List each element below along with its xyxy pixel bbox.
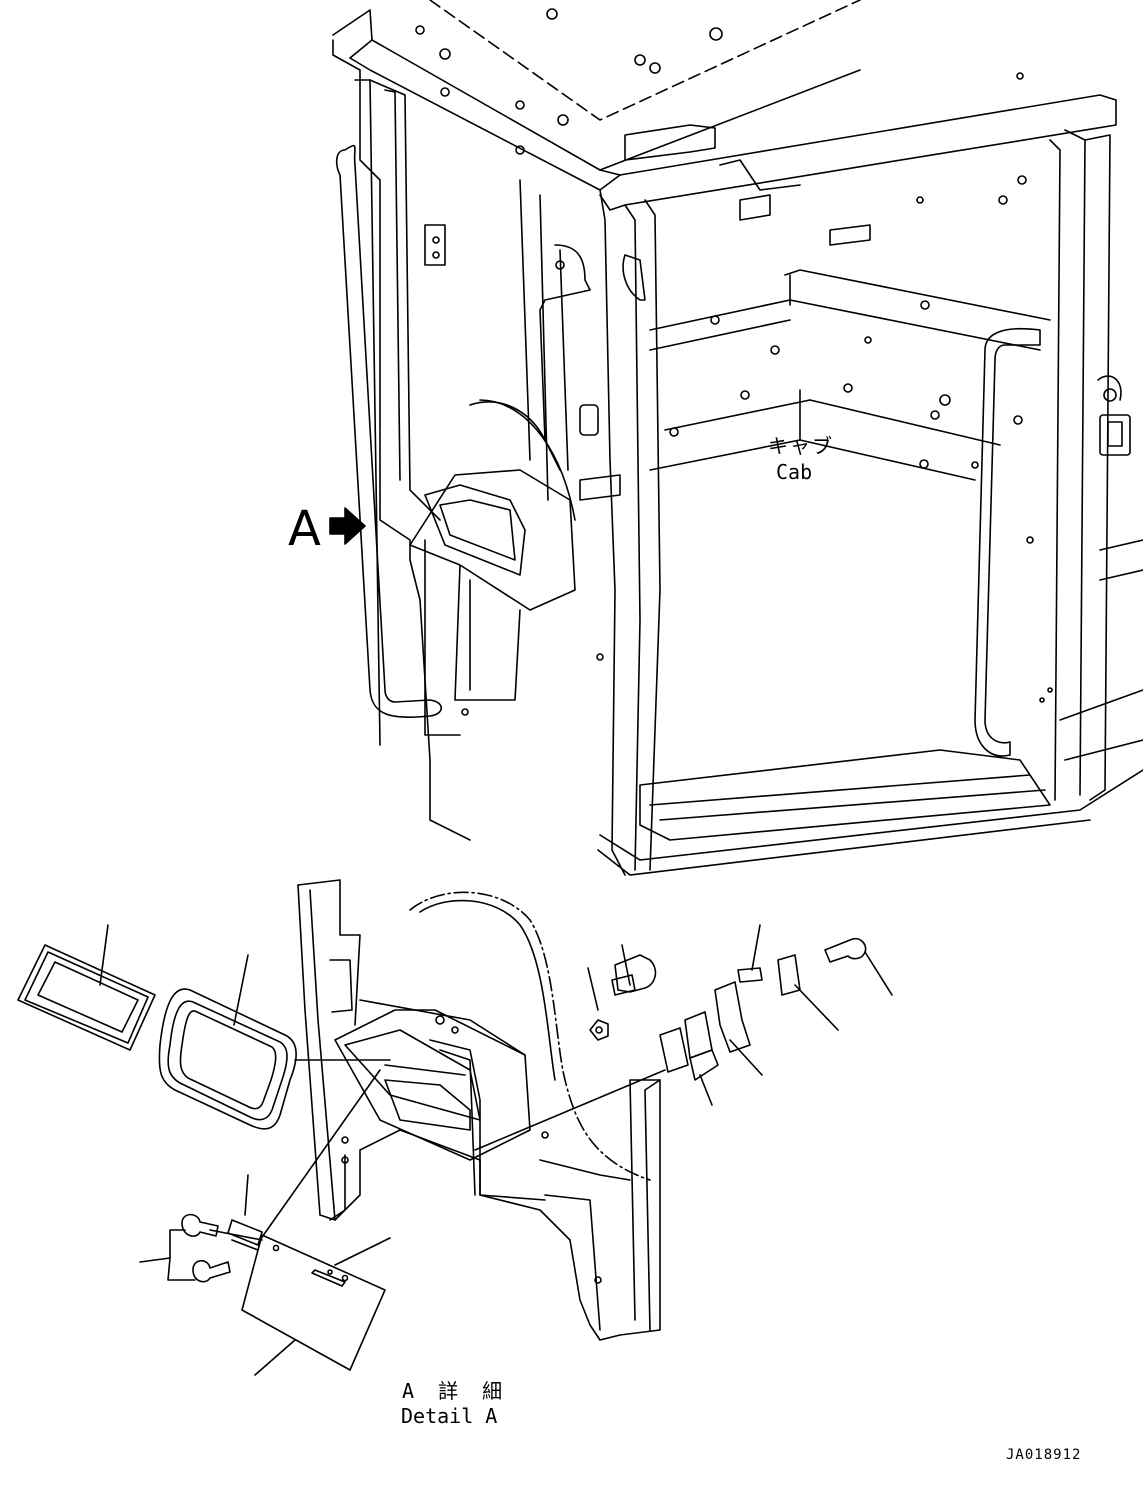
cab-label-english: Cab [776,460,813,484]
detail-label-english: Detail A [401,1404,498,1428]
cab-frame [333,0,1143,875]
mirror-plate [242,1235,385,1370]
gasket [159,989,296,1129]
view-marker-label: A [288,501,321,557]
drawing-number: JA018912 [1006,1447,1082,1463]
detail-a-assembly [18,880,892,1375]
right-arrow-icon [330,508,365,544]
mirror-frame [18,945,155,1050]
cab-label-japanese: キャブ [768,434,834,458]
detail-label-japanese: A 詳 細 [402,1379,509,1403]
